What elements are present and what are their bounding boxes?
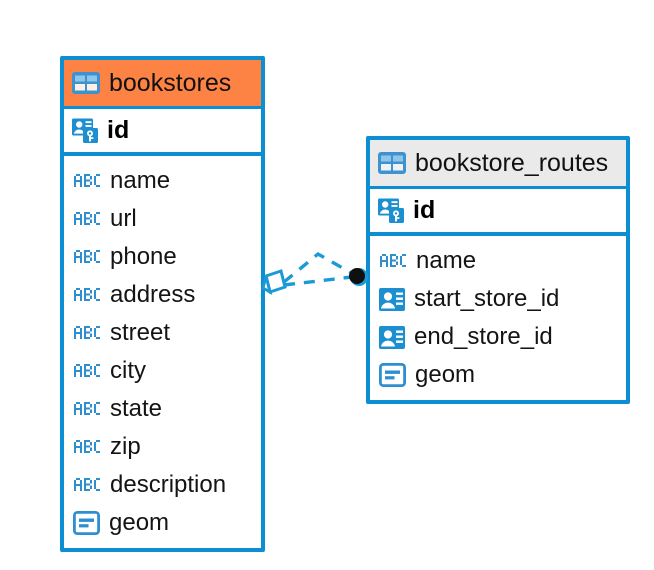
primary-key-row-bookstores[interactable]: id bbox=[64, 106, 261, 152]
table-icon bbox=[378, 152, 406, 174]
entity-table-bookstore-routes[interactable]: bookstore_routes id bbox=[366, 136, 630, 404]
field-label: name bbox=[110, 167, 171, 194]
field-row[interactable]: name bbox=[64, 162, 261, 200]
foreign-key-icon bbox=[379, 287, 405, 312]
relationship-line-lower bbox=[283, 275, 353, 287]
field-row[interactable]: zip bbox=[64, 428, 261, 466]
entity-header-bookstores[interactable]: bookstores bbox=[64, 60, 261, 106]
primary-key-icon bbox=[378, 197, 405, 224]
primary-key-row-bookstore-routes[interactable]: id bbox=[370, 186, 626, 232]
text-abc-icon bbox=[73, 211, 101, 228]
foreign-key-icon bbox=[379, 325, 405, 350]
field-row[interactable]: geom bbox=[370, 356, 626, 394]
entity-title: bookstores bbox=[109, 68, 232, 97]
text-abc-icon bbox=[73, 439, 101, 456]
field-list-bookstores: name url phone address street city state zip des… bbox=[64, 152, 261, 548]
text-abc-icon bbox=[73, 477, 101, 494]
field-label: state bbox=[110, 395, 163, 422]
table-icon bbox=[72, 72, 100, 94]
field-label: geom bbox=[415, 361, 476, 388]
field-row[interactable]: street bbox=[64, 314, 261, 352]
text-abc-icon bbox=[73, 173, 101, 190]
field-row[interactable]: address bbox=[64, 276, 261, 314]
primary-key-icon bbox=[72, 117, 99, 144]
field-label: city bbox=[110, 357, 146, 384]
field-label: end_store_id bbox=[414, 323, 553, 350]
field-label: street bbox=[110, 319, 171, 346]
geometry-icon bbox=[379, 363, 406, 387]
text-abc-icon bbox=[379, 253, 407, 270]
relationship-line-upper bbox=[282, 251, 356, 284]
text-abc-icon bbox=[73, 287, 101, 304]
text-abc-icon bbox=[73, 249, 101, 266]
field-row[interactable]: phone bbox=[64, 238, 261, 276]
entity-header-bookstore-routes[interactable]: bookstore_routes bbox=[370, 140, 626, 186]
field-row[interactable]: name bbox=[370, 242, 626, 280]
text-abc-icon bbox=[73, 325, 101, 342]
field-label: address bbox=[110, 281, 196, 308]
diamond-endpoint bbox=[261, 269, 287, 296]
field-row[interactable]: state bbox=[64, 390, 261, 428]
field-row[interactable]: description bbox=[64, 466, 261, 504]
entity-table-bookstores[interactable]: bookstores id bbox=[60, 56, 265, 552]
geometry-icon bbox=[73, 511, 100, 535]
field-row[interactable]: end_store_id bbox=[370, 318, 626, 356]
field-label: description bbox=[110, 471, 227, 498]
field-row[interactable]: city bbox=[64, 352, 261, 390]
field-row[interactable]: start_store_id bbox=[370, 280, 626, 318]
field-label: start_store_id bbox=[414, 285, 560, 312]
text-abc-icon bbox=[73, 401, 101, 418]
field-row[interactable]: url bbox=[64, 200, 261, 238]
primary-key-label: id bbox=[107, 116, 130, 144]
field-label: geom bbox=[109, 509, 170, 536]
field-label: phone bbox=[110, 243, 177, 270]
field-label: name bbox=[416, 247, 477, 274]
primary-key-label: id bbox=[413, 196, 436, 224]
field-row[interactable]: geom bbox=[64, 504, 261, 542]
field-label: url bbox=[110, 205, 137, 232]
field-label: zip bbox=[110, 433, 141, 460]
entity-title: bookstore_routes bbox=[415, 148, 609, 177]
text-abc-icon bbox=[73, 363, 101, 380]
